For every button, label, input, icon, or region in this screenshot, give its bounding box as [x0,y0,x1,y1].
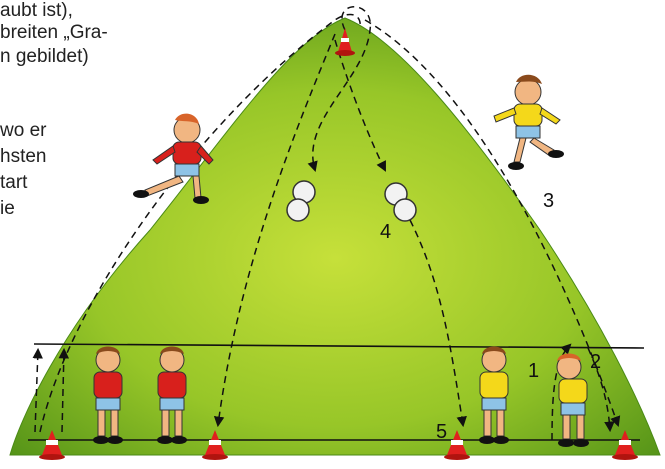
player-yellow-running [494,75,564,170]
path-label-1: 1 [528,360,539,382]
path-label-3: 3 [543,190,554,212]
path-label-4: 4 [380,221,391,243]
path-label-5: 5 [436,421,447,443]
path-label-2: 2 [590,351,601,373]
